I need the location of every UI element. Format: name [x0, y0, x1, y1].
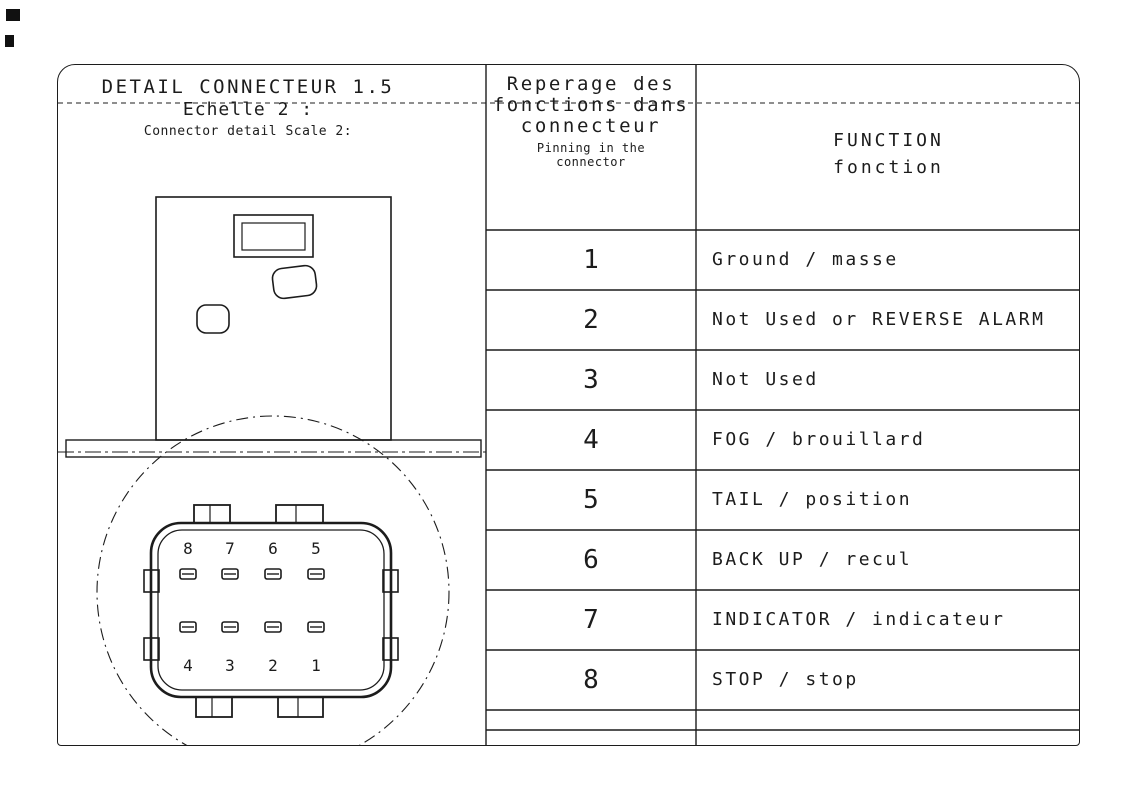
- table-row: 6 BACK UP / recul: [486, 530, 1079, 590]
- function-header-fr: fonction: [833, 157, 944, 178]
- face-pin-number: 7: [225, 539, 235, 558]
- pin-number-cell: 5: [583, 485, 599, 515]
- body-hole-right: [271, 264, 318, 300]
- pin-function-cell: STOP / stop: [712, 669, 859, 690]
- detail-circle: [96, 415, 450, 745]
- pin-function-cell: Not Used: [712, 369, 819, 390]
- table-row: 3 Not Used: [486, 350, 1079, 410]
- pin-number-cell: 2: [583, 305, 599, 335]
- table-row: 4 FOG / brouillard: [486, 410, 1079, 470]
- face-shell-inner: [157, 529, 385, 691]
- bottom-tab-left: [195, 696, 233, 718]
- table-grid: [485, 65, 1079, 745]
- mounting-flange: [65, 439, 482, 458]
- pin-function-cell: FOG / brouillard: [712, 429, 926, 450]
- pin-number-cell: 3: [583, 365, 599, 395]
- face-pin-number: 1: [311, 656, 321, 675]
- face-pin-number: 5: [311, 539, 321, 558]
- pin-slots-bottom: [179, 621, 325, 633]
- pin-header-fr-line: fonctions dans: [492, 94, 690, 116]
- bottom-tab-right: [277, 696, 324, 718]
- pin-header-fr-line: Reperage des: [506, 73, 676, 95]
- latch-window: [233, 214, 314, 258]
- pin-function-cell: TAIL / position: [712, 489, 913, 510]
- table-row: 5 TAIL / position: [486, 470, 1079, 530]
- face-pin-number: 2: [268, 656, 278, 675]
- pin-header-en-line: connector: [556, 155, 626, 169]
- pin-number-cell: 6: [583, 545, 599, 575]
- pin-number-cell: 8: [583, 665, 599, 695]
- connector-body: [155, 196, 392, 441]
- scan-artifact-mark: [6, 9, 20, 21]
- face-pin-number: 6: [268, 539, 278, 558]
- scan-artifact-mark: [5, 35, 14, 47]
- latch-window-inner: [241, 222, 306, 251]
- pin-function-cell: INDICATOR / indicateur: [712, 609, 1006, 630]
- pin-number-cell: 4: [583, 425, 599, 455]
- face-pin-number: 8: [183, 539, 193, 558]
- drawing-scale-en: Connector detail Scale 2:: [143, 124, 353, 139]
- face-pin-number: 3: [225, 656, 235, 675]
- pin-function-cell: Not Used or REVERSE ALARM: [712, 309, 1046, 330]
- face-shell-outer: [149, 521, 393, 699]
- top-tab-left: [193, 504, 231, 524]
- pin-number-cell: 1: [583, 245, 599, 275]
- sheet-linework: 8 7 6 5 4 3 2 1: [58, 65, 1079, 745]
- connector-side-view: [58, 196, 486, 458]
- face-pin-number: 4: [183, 656, 193, 675]
- table-row: 8 STOP / stop: [486, 650, 1079, 710]
- function-column-header: FUNCTION fonction: [696, 127, 1079, 181]
- table-row: 7 INDICATOR / indicateur: [486, 590, 1079, 650]
- drawing-scale-fr: Echelle 2 :: [182, 99, 314, 120]
- pin-function-cell: Ground / masse: [712, 249, 899, 270]
- body-hole-left: [196, 304, 230, 334]
- pin-header-fr-line: connecteur: [520, 115, 662, 137]
- face-pin-number-labels: 8 7 6 5 4 3 2 1: [183, 539, 321, 675]
- function-header-en: FUNCTION: [833, 130, 944, 151]
- connector-face-view: [143, 504, 399, 718]
- pin-slots-top: [179, 568, 325, 580]
- pin-header-en-line: Pinning in the: [536, 141, 646, 155]
- table-row: 1 Ground / masse: [486, 230, 1079, 290]
- pin-function-cell: BACK UP / recul: [712, 549, 913, 570]
- top-tab-right: [275, 504, 324, 524]
- table-row: 2 Not Used or REVERSE ALARM: [486, 290, 1079, 350]
- pin-column-header: Reperage des fonctions dans connecteur P…: [486, 73, 696, 170]
- title-block: DETAIL CONNECTEUR 1.5 Echelle 2 : Connec…: [58, 76, 438, 139]
- pin-number-cell: 7: [583, 605, 599, 635]
- drawing-title: DETAIL CONNECTEUR 1.5: [101, 76, 395, 98]
- sheet-frame: 8 7 6 5 4 3 2 1 DETAIL CONNECTEUR 1.5 Ec…: [57, 64, 1080, 746]
